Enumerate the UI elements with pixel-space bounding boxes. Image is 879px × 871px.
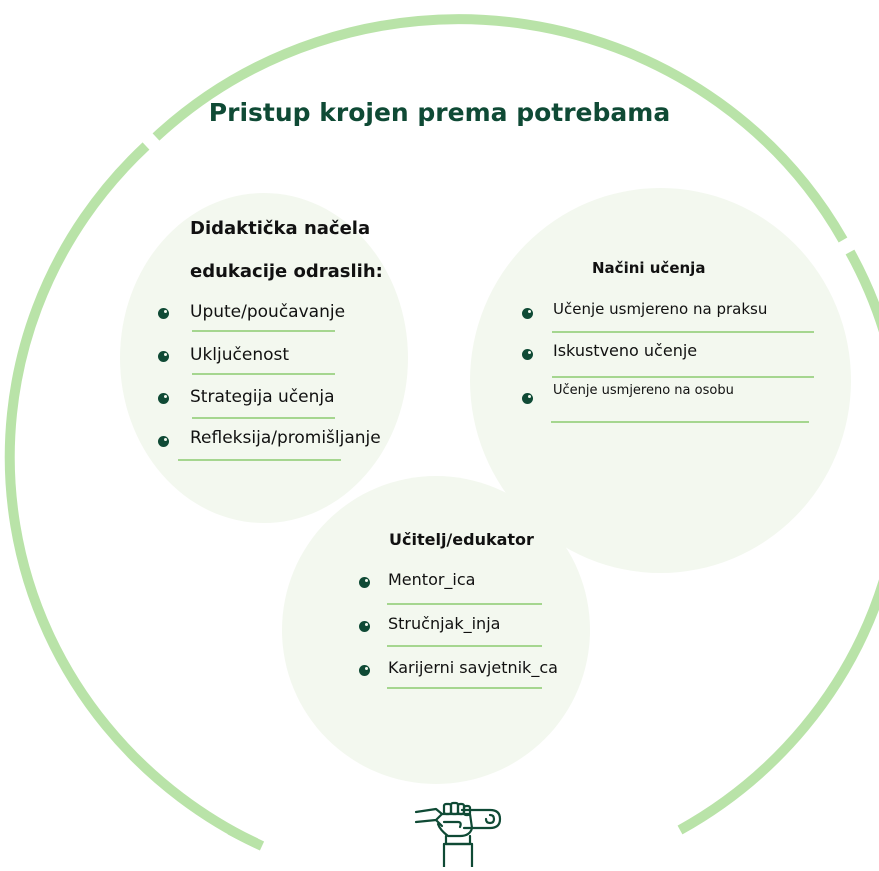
underline bbox=[387, 603, 542, 605]
bullet-dot-icon bbox=[359, 577, 370, 588]
underline bbox=[192, 373, 335, 375]
list-item: Uključenost bbox=[158, 345, 289, 365]
list-item: Mentor_ica bbox=[359, 570, 475, 589]
underline bbox=[178, 459, 341, 461]
teacher-item-3: Karijerni savjetnik_ca bbox=[388, 658, 558, 677]
list-item: Učenje usmjereno na praksu bbox=[522, 300, 767, 319]
underline bbox=[552, 376, 814, 378]
bullet-dot-icon bbox=[158, 393, 169, 404]
bullet-dot-icon bbox=[522, 349, 533, 360]
bullet-dot-icon bbox=[158, 351, 169, 362]
underline bbox=[192, 330, 335, 332]
learning-item-3: Učenje usmjereno na osobu bbox=[553, 383, 734, 398]
underline bbox=[192, 417, 335, 419]
didactic-title-line1: Didaktička načela bbox=[190, 218, 371, 239]
circle-teacher bbox=[282, 476, 590, 784]
learning-title: Načini učenja bbox=[592, 259, 706, 277]
didactic-item-2: Uključenost bbox=[190, 345, 290, 365]
bullet-dot-icon bbox=[522, 308, 533, 319]
list-item: Upute/poučavanje bbox=[158, 302, 345, 322]
underline bbox=[387, 687, 542, 689]
underline bbox=[552, 331, 814, 333]
list-item: Učenje usmjereno na osobu bbox=[522, 383, 734, 404]
learning-item-1: Učenje usmjereno na praksu bbox=[553, 300, 768, 318]
didactic-title-line2: edukacije odraslih: bbox=[190, 261, 383, 282]
teacher-item-2: Stručnjak_inja bbox=[388, 614, 501, 633]
didactic-item-1: Upute/poučavanje bbox=[190, 302, 346, 322]
bullet-dot-icon bbox=[359, 665, 370, 676]
underline bbox=[387, 645, 542, 647]
list-item: Karijerni savjetnik_ca bbox=[359, 658, 558, 677]
ring-arc-left bbox=[4, 142, 265, 851]
ring-arc-top bbox=[152, 14, 848, 243]
bullet-dot-icon bbox=[158, 436, 169, 447]
didactic-item-4: Refleksija/promišljanje bbox=[190, 428, 381, 448]
fist-holding-scroll-icon bbox=[414, 800, 506, 869]
underline bbox=[551, 421, 809, 423]
teacher-title: Učitelj/edukator bbox=[389, 530, 534, 549]
teacher-item-1: Mentor_ica bbox=[388, 570, 476, 589]
list-item: Refleksija/promišljanje bbox=[158, 428, 381, 448]
list-item: Strategija učenja bbox=[158, 387, 335, 407]
list-item: Stručnjak_inja bbox=[359, 614, 500, 633]
bullet-dot-icon bbox=[158, 308, 169, 319]
page-title: Pristup krojen prema potrebama bbox=[208, 98, 671, 127]
bullet-dot-icon bbox=[522, 393, 533, 404]
didactic-item-3: Strategija učenja bbox=[190, 387, 335, 407]
list-item: Iskustveno učenje bbox=[522, 341, 697, 360]
circle-learning bbox=[470, 188, 851, 573]
ring-arc-bottom-left bbox=[227, 825, 259, 848]
bullet-dot-icon bbox=[359, 621, 370, 632]
ring-arc-right bbox=[677, 249, 879, 835]
learning-item-2: Iskustveno učenje bbox=[553, 341, 698, 360]
